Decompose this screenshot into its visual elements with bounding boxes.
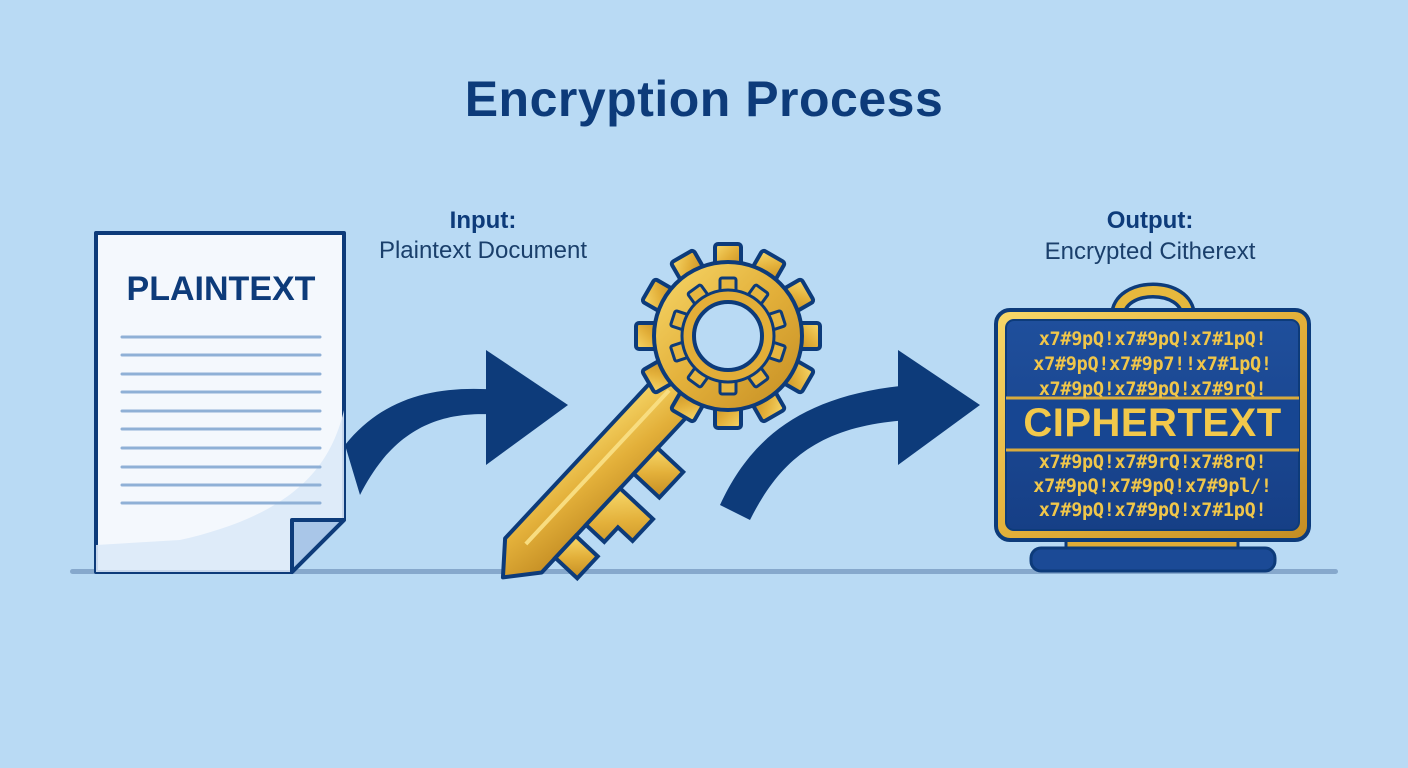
page-title: Encryption Process (464, 71, 944, 127)
ciphertext-line: x7#9pQ!x7#9pQ!x7#9pl/! (1033, 476, 1272, 497)
input-description: Plaintext Document (378, 237, 588, 264)
output-description: Encrypted Citherext (1044, 238, 1256, 265)
arrow-right-icon (345, 350, 568, 495)
output-heading: Output: (1106, 207, 1194, 234)
ciphertext-top-lines: x7#9pQ!x7#9pQ!x7#1pQ! x7#9pQ!x7#9p7!!x7#… (1006, 320, 1299, 398)
ciphertext-line: x7#9pQ!x7#9p7!!x7#1pQ! (1033, 354, 1272, 375)
ground-line (70, 569, 1338, 574)
ciphertext-label: CIPHERTEXT (1023, 401, 1282, 445)
arrow-right-icon (720, 350, 980, 520)
document-icon (94, 231, 346, 574)
ciphertext-line: x7#9pQ!x7#9rQ!x7#8rQ! (1038, 452, 1267, 473)
ciphertext-line: x7#9pQ!x7#9pQ!x7#9rQ! (1038, 379, 1267, 398)
key-gear-icon (500, 242, 822, 582)
ciphertext-line: x7#9pQ!x7#9pQ!x7#1pQ! (1038, 329, 1267, 350)
document-label: PLAINTEXT (126, 270, 316, 308)
ciphertext-panel-icon (994, 282, 1311, 573)
input-heading: Input: (449, 207, 517, 234)
ciphertext-line: x7#9pQ!x7#9pQ!x7#1pQ! (1038, 500, 1267, 521)
